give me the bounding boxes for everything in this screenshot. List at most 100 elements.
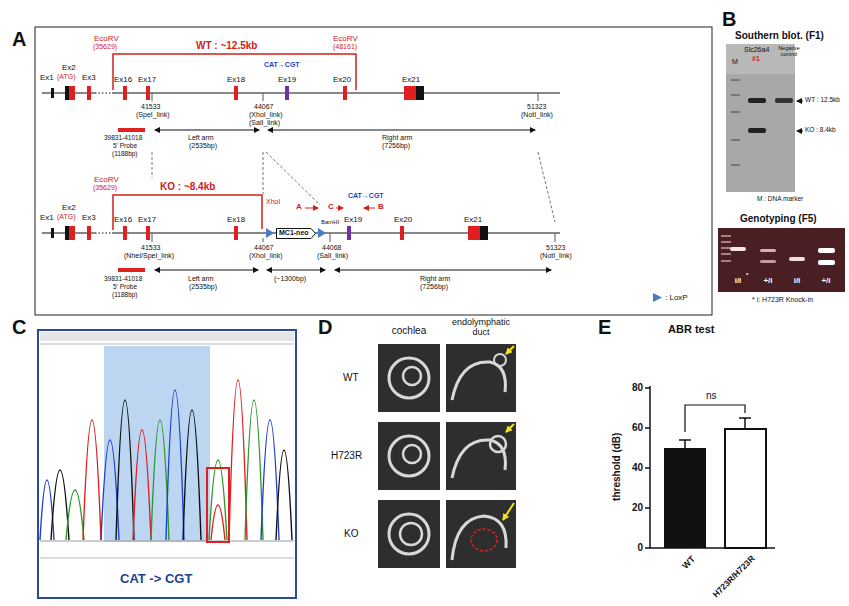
southern-blot — [731, 139, 740, 141]
bar-chart — [684, 440, 686, 448]
site-label: BamHI — [321, 219, 339, 226]
chromatogram — [211, 505, 225, 540]
gene-map-ko — [335, 270, 551, 271]
coordinate-label: 44068 — [322, 244, 341, 252]
axis-label: threshold (dB) — [611, 433, 623, 501]
exon-label: Ex20 — [394, 215, 412, 224]
gene-map-wt — [234, 86, 238, 100]
loxp-symbol — [653, 293, 662, 302]
southern-blot — [731, 164, 740, 166]
ct-image — [471, 529, 497, 551]
arm-label: (~1300bp) — [274, 275, 306, 283]
site-label: (35629) — [93, 43, 117, 51]
genotyping-gel — [760, 249, 776, 252]
chromatogram — [166, 390, 184, 540]
chromatogram — [51, 470, 69, 540]
chromatogram — [209, 460, 227, 540]
ct-image — [389, 358, 429, 398]
chromatogram — [245, 400, 263, 540]
mutation-label: CAT→CGT — [264, 61, 300, 69]
gene-map-wt — [146, 86, 150, 100]
exon-label: Ex1 — [40, 73, 54, 82]
gene-map-wt — [69, 86, 75, 100]
southern-blot — [726, 44, 803, 192]
exon-label: Ex16 — [114, 215, 132, 224]
southern-blot — [797, 101, 803, 102]
significance-label: ns — [706, 390, 717, 402]
chromatogram — [38, 330, 296, 598]
ct-image — [378, 422, 440, 490]
ct-image — [506, 346, 514, 354]
chromatogram — [40, 558, 294, 559]
coordinate-label: (SalI_link) — [317, 252, 348, 260]
coordinate-label: (NotI_link) — [540, 252, 572, 260]
ct-image — [378, 344, 516, 568]
ct-image — [446, 344, 516, 412]
exon-label: Ex17 — [138, 75, 156, 84]
genotyping-gel — [760, 260, 776, 263]
gene-map-ko — [266, 228, 274, 238]
ct-image — [389, 436, 429, 476]
gene-map-ko — [305, 208, 318, 209]
bar-chart — [645, 427, 650, 429]
gene-map-wt — [538, 93, 539, 101]
site-label: (48161) — [333, 43, 357, 51]
probe-label: (1188bp) — [112, 291, 138, 298]
ct-image — [452, 516, 506, 560]
bar-chart — [645, 507, 650, 509]
panel-title: Southern blot. (F1) — [735, 30, 824, 42]
ct-image — [378, 500, 440, 568]
gene-map-wt — [51, 88, 54, 98]
exon-label: Ex18 — [227, 75, 245, 84]
chromatogram — [116, 400, 134, 540]
gene-map-ko — [234, 226, 238, 240]
cassette-outline — [277, 228, 316, 238]
ct-image — [403, 367, 421, 385]
chromatogram — [183, 410, 201, 540]
panel-title: Genotyping (F5) — [740, 213, 817, 225]
gene-map-ko — [95, 232, 112, 233]
coordinate-label: (NheI/SpeI_link) — [124, 252, 174, 260]
coordinate-label: 51323 — [546, 244, 565, 252]
gene-map-ko — [118, 268, 145, 272]
primer-label: C — [328, 202, 334, 211]
band-label: KO : 8.4kb — [805, 126, 836, 133]
gene-map-ko — [146, 226, 150, 240]
arm-label: Right arm — [382, 134, 412, 142]
gene-map-ko — [65, 226, 69, 240]
axis-label: WT — [680, 554, 697, 571]
column-header: cochlea — [392, 325, 426, 337]
mutation-label: CAT→CGT — [348, 192, 384, 200]
southern-blot — [775, 98, 793, 103]
gene-map-ko — [69, 226, 75, 240]
gene-map-wt — [42, 54, 560, 132]
chromatogram — [133, 430, 151, 540]
genotyping-gel — [721, 247, 731, 249]
lane-label: +/i — [821, 276, 830, 285]
exon-label: Ex17 — [138, 215, 156, 224]
bar-chart — [679, 439, 691, 441]
gene-map-ko — [113, 195, 262, 230]
alignment-guide — [266, 152, 320, 205]
exon-label: Ex18 — [227, 215, 245, 224]
gene-map-wt — [285, 86, 289, 100]
coordinate-label: 44067 — [254, 244, 273, 252]
chromatogram — [83, 420, 101, 540]
exon-label: Ex19 — [278, 75, 296, 84]
exon-label: Ex2 — [62, 203, 76, 212]
gene-map-wt — [268, 130, 535, 131]
ct-image — [503, 503, 514, 520]
probe-label: 39831-41018 — [104, 275, 142, 282]
size-label: KO : ~8.4kb — [160, 181, 215, 193]
bar-chart — [645, 387, 650, 389]
probe-label: 5' Probe — [113, 142, 137, 149]
gene-map-wt — [95, 92, 112, 93]
cassette-label: MC1-neo — [276, 228, 316, 238]
lane-label: i/i — [794, 276, 801, 285]
chromatogram — [66, 490, 84, 540]
bar-chart — [725, 429, 766, 548]
genotyping-gel — [730, 247, 746, 251]
arm-label: Left arm — [188, 275, 214, 283]
gene-map-wt — [155, 130, 259, 131]
cassette-box: MC1-neo — [276, 228, 316, 239]
